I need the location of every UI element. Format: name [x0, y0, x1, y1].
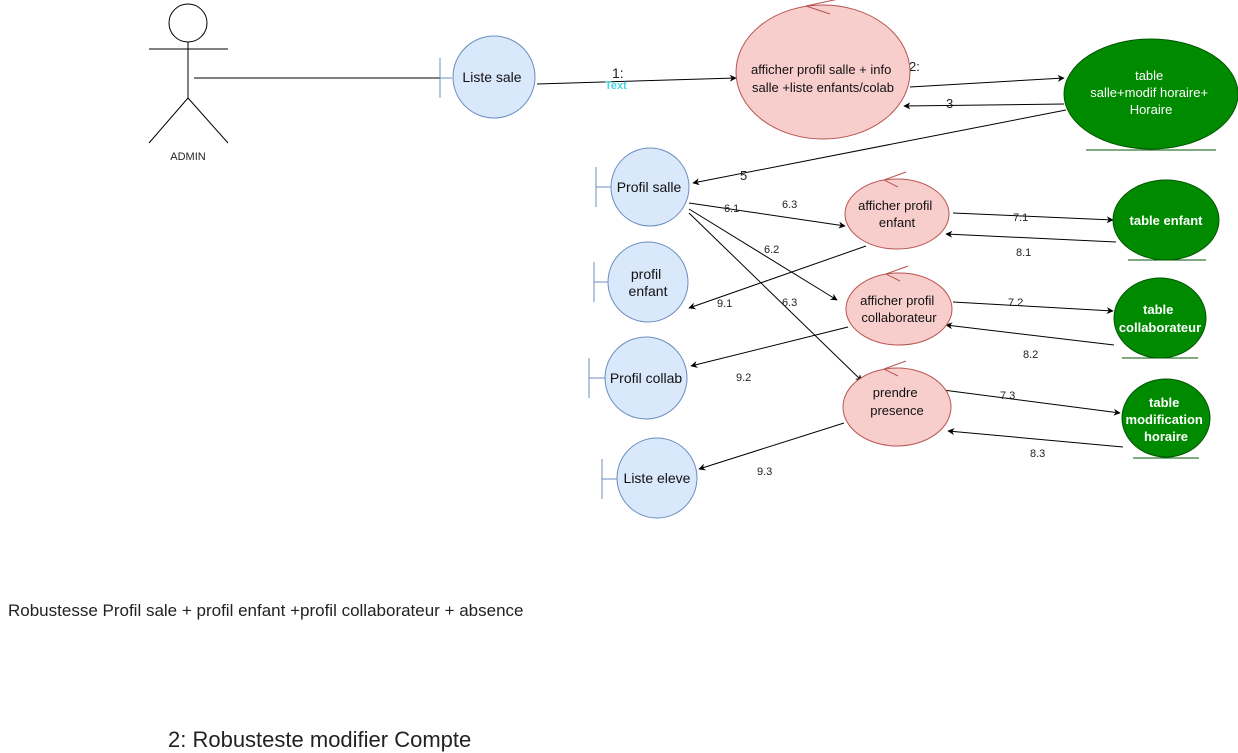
boundary-profil-enfant[interactable]: profil enfant: [593, 241, 689, 323]
edge-6-2: [688, 208, 838, 301]
edge-label-9-2: 9.2: [736, 372, 751, 384]
edge-label-6-2: 6.2: [764, 244, 779, 256]
edge-label-2: 2:: [909, 59, 920, 74]
edge-label-6-3b: 6.3: [782, 297, 797, 309]
liste-eleve-label: Liste eleve: [624, 470, 691, 486]
profil-enfant-label: profil enfant: [629, 266, 668, 299]
prendre-presence-line-1: prendre: [873, 385, 918, 400]
edge-label-8-2: 8.2: [1023, 349, 1038, 361]
edges: [194, 74, 1124, 471]
edge-label-6-3a: 6.3: [782, 199, 797, 211]
table-modification-horaire-label: table modification horaire: [1126, 395, 1207, 444]
afficher-profil-collaborateur-label: afficher profil collaborateur: [860, 293, 938, 325]
edge-note-text: Text: [605, 80, 627, 92]
caption-robustesse-compte: 2: Robusteste modifier Compte: [168, 727, 472, 752]
edge-6-3: [688, 212, 863, 382]
table-salle-label: table salle+modif horaire+ Horaire: [1090, 68, 1211, 117]
edge-7-1: [952, 212, 1114, 224]
edge-label-8-3: 8.3: [1030, 448, 1045, 460]
edge-label-7-2: 7.2: [1008, 297, 1023, 309]
entity-table-modification-horaire[interactable]: table modification horaire: [1121, 378, 1211, 459]
table-collaborateur-label: table collaborateur: [1119, 302, 1201, 335]
edge-9-1: [688, 245, 867, 310]
edge-2: [909, 74, 1065, 88]
entity-table-salle[interactable]: table salle+modif horaire+ Horaire: [1063, 38, 1238, 151]
admin-actor[interactable]: ADMIN: [148, 3, 229, 163]
edge-9-3: [698, 422, 845, 471]
edge-5: [692, 109, 1067, 186]
boundary-profil-salle[interactable]: Profil salle: [595, 147, 690, 227]
edge-label-3: 3: [946, 96, 953, 111]
edge-label-5: 5: [740, 168, 747, 183]
edge-1: [536, 74, 737, 85]
control-afficher-profil-collaborateur[interactable]: afficher profil collaborateur: [845, 265, 953, 346]
boundary-liste-eleve[interactable]: Liste eleve: [601, 437, 698, 519]
edge-label-7-3: 7.3: [1000, 390, 1015, 402]
profil-enfant-line-2: enfant: [629, 283, 668, 299]
edge-label-7-1: 7.1: [1013, 212, 1028, 224]
edge-labels: 1: Text 2: 3 5 6.1 6.3 6.2 6.3 7.1 8.1 7…: [605, 59, 1045, 478]
edge-label-1: 1:: [612, 65, 624, 81]
edge-7-2: [952, 301, 1114, 315]
caption-robustesse-profil: Robustesse Profil sale + profil enfant +…: [8, 601, 524, 620]
edge-label-6-1: 6.1: [724, 203, 739, 215]
control-afficher-profil-salle[interactable]: afficher profil salle + info salle +list…: [735, 0, 911, 140]
edge-8-1: [945, 230, 1117, 243]
edge-label-9-3: 9.3: [757, 466, 772, 478]
edge-7-3: [942, 389, 1121, 416]
profil-enfant-line-1: profil: [631, 266, 661, 282]
afficher-profil-enfant-line-1: afficher profil: [858, 198, 932, 213]
boundary-liste-sale[interactable]: Liste sale: [439, 35, 536, 119]
table-salle-line-1: table: [1135, 68, 1163, 83]
edge-8-2: [945, 322, 1115, 346]
edge-9-2: [690, 326, 849, 368]
table-collaborateur-line-1: table: [1143, 302, 1173, 317]
table-salle-line-3: Horaire: [1130, 102, 1173, 117]
afficher-profil-salle-line-2: salle +liste enfants/colab: [752, 80, 894, 95]
control-afficher-profil-enfant[interactable]: afficher profil enfant: [844, 171, 950, 250]
admin-label: ADMIN: [170, 151, 206, 163]
table-modification-horaire-line-1: table: [1149, 395, 1179, 410]
table-modification-horaire-line-3: horaire: [1144, 429, 1188, 444]
table-enfant-label: table enfant: [1130, 213, 1204, 228]
edge-label-9-1: 9.1: [717, 298, 732, 310]
edge-label-8-1: 8.1: [1016, 247, 1031, 259]
edge-6-1: [688, 202, 846, 229]
afficher-profil-salle-label: afficher profil salle + info salle +list…: [751, 62, 895, 95]
profil-salle-label: Profil salle: [617, 179, 682, 195]
afficher-profil-enfant-label: afficher profil enfant: [858, 198, 936, 230]
table-salle-line-2: salle+modif horaire+: [1090, 85, 1208, 100]
prendre-presence-line-2: presence: [870, 403, 923, 418]
afficher-profil-salle-line-1: afficher profil salle + info: [751, 62, 891, 77]
entity-table-enfant[interactable]: table enfant: [1112, 179, 1220, 261]
edge-3: [903, 102, 1065, 110]
table-collaborateur-line-2: collaborateur: [1119, 320, 1201, 335]
afficher-profil-collaborateur-line-2: collaborateur: [861, 310, 937, 325]
entity-table-collaborateur[interactable]: table collaborateur: [1113, 277, 1207, 359]
edge-8-3: [947, 428, 1124, 448]
boundary-profil-collab[interactable]: Profil collab: [588, 336, 688, 420]
liste-sale-label: Liste sale: [462, 69, 521, 85]
prendre-presence-label: prendre presence: [870, 385, 923, 418]
afficher-profil-collaborateur-line-1: afficher profil: [860, 293, 934, 308]
control-prendre-presence[interactable]: prendre presence: [842, 360, 952, 447]
afficher-profil-enfant-line-2: enfant: [879, 215, 916, 230]
profil-collab-label: Profil collab: [610, 370, 683, 386]
table-modification-horaire-line-2: modification: [1126, 412, 1203, 427]
